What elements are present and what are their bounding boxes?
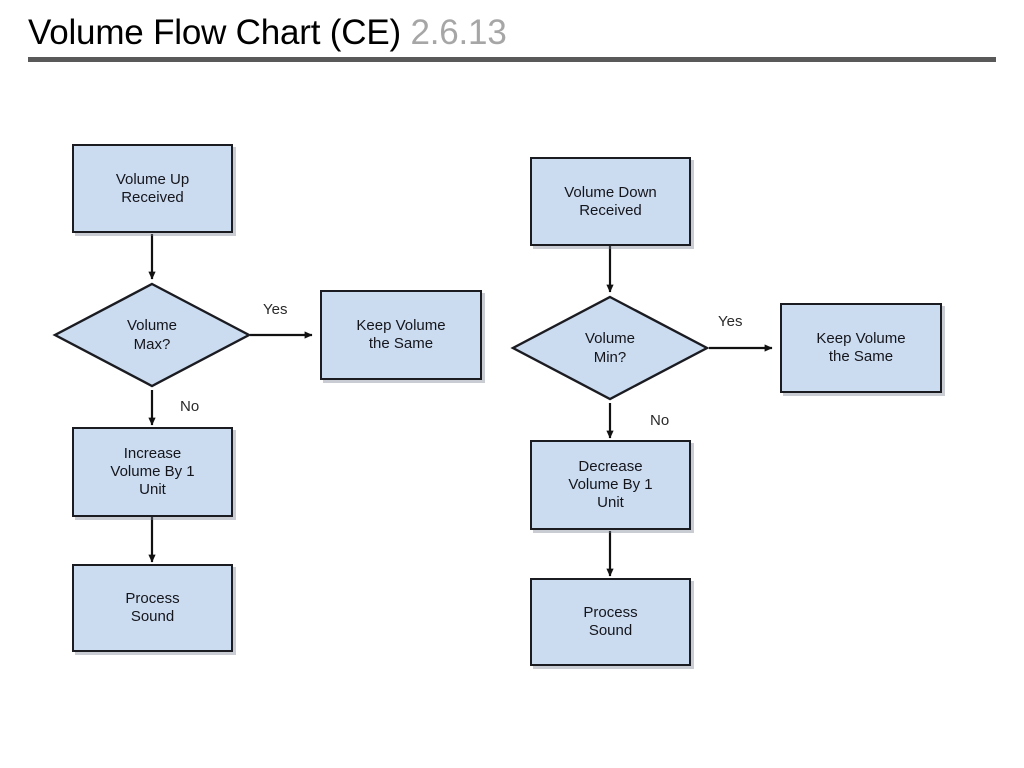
- edge-label-yes-left: Yes: [263, 301, 288, 318]
- node-process-sound-left[interactable]: Process Sound: [72, 564, 233, 652]
- node-volume-up-received[interactable]: Volume Up Received: [72, 144, 233, 233]
- node-keep-volume-same-right-label: Keep Volume the Same: [816, 330, 906, 365]
- node-volume-down-received[interactable]: Volume Down Received: [530, 157, 691, 246]
- node-volume-up-received-label: Volume Up Received: [115, 170, 190, 206]
- edge-label-no-left: No: [180, 398, 200, 415]
- node-volume-max-decision[interactable]: Volume Max?: [52, 281, 252, 389]
- node-volume-down-received-label: Volume Down Received: [564, 183, 657, 219]
- node-process-sound-left-label: Process Sound: [125, 590, 180, 625]
- slide-header: Volume Flow Chart (CE) 2.6.13: [0, 0, 1024, 68]
- edge-label-no-right: No: [650, 412, 670, 429]
- node-keep-volume-same-left[interactable]: Keep Volume the Same: [320, 290, 482, 380]
- node-volume-min-label: Volume Min?: [584, 330, 636, 366]
- page-title: Volume Flow Chart (CE) 2.6.13: [28, 12, 507, 54]
- node-volume-max-label: Volume Max?: [126, 317, 178, 353]
- volume-min-diamond-shape: [510, 295, 710, 401]
- node-volume-min-decision[interactable]: Volume Min?: [510, 294, 710, 402]
- page-title-version: 2.6.13: [410, 13, 507, 52]
- node-increase-volume[interactable]: Increase Volume By 1 Unit: [72, 427, 233, 517]
- node-keep-volume-same-left-label: Keep Volume the Same: [356, 317, 446, 352]
- node-process-sound-right-label: Process Sound: [583, 604, 638, 639]
- edge-label-yes-right: Yes: [718, 313, 743, 330]
- node-decrease-volume[interactable]: Decrease Volume By 1 Unit: [530, 440, 691, 530]
- title-underline-rule: [28, 57, 996, 62]
- page-title-main: Volume Flow Chart (CE): [28, 13, 401, 52]
- node-increase-volume-label: Increase Volume By 1 Unit: [110, 445, 195, 498]
- node-decrease-volume-label: Decrease Volume By 1 Unit: [568, 458, 653, 511]
- node-keep-volume-same-right[interactable]: Keep Volume the Same: [780, 303, 942, 393]
- volume-max-diamond-shape: [52, 282, 252, 388]
- node-process-sound-right[interactable]: Process Sound: [530, 578, 691, 666]
